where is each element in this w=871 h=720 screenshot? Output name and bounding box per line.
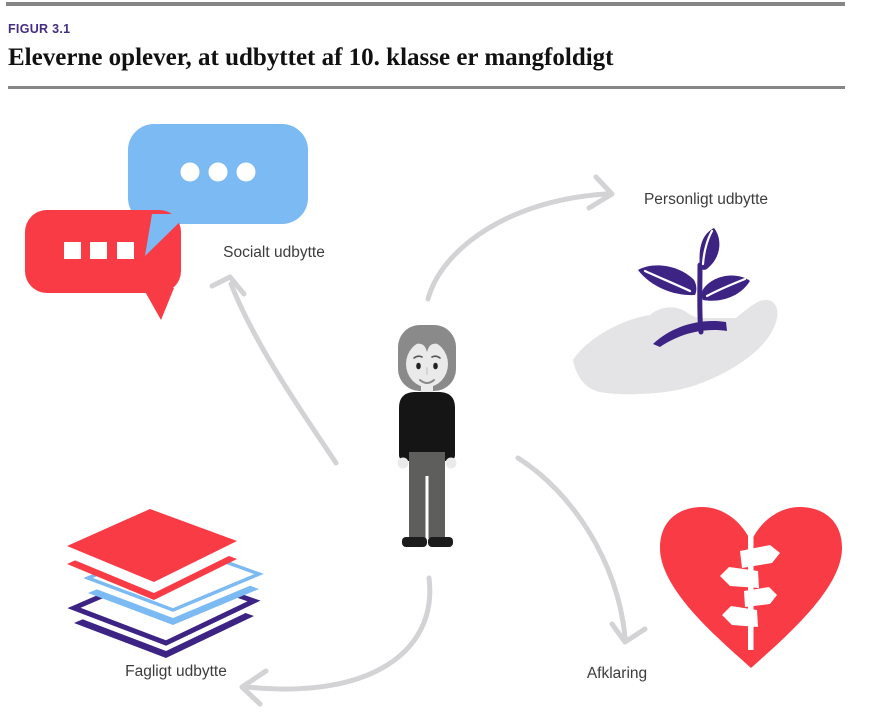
signpost-arrow-left xyxy=(722,606,758,627)
student-figure-icon xyxy=(397,325,457,547)
red-bubble-tail xyxy=(143,288,174,320)
neck xyxy=(421,384,433,395)
hair-fringe xyxy=(404,330,450,366)
signpost-arrow-left xyxy=(720,567,759,588)
heart-signpost-icon xyxy=(660,507,842,668)
shoe-right xyxy=(428,537,453,547)
red-book xyxy=(67,509,237,600)
bubble-dot xyxy=(180,162,200,182)
figure-title: Eleverne oplever, at udbyttet af 10. kla… xyxy=(8,44,614,71)
signpost-arrow-right xyxy=(740,545,780,568)
hand-left xyxy=(397,457,409,469)
arrow-to-academic xyxy=(239,575,433,707)
label-socialt-udbytte: Socialt udbytte xyxy=(223,244,325,261)
book-stack-icon xyxy=(67,509,264,658)
eyebrow xyxy=(413,355,423,359)
bubble-dot xyxy=(208,162,228,182)
speech-bubbles-icon xyxy=(25,124,308,320)
eye xyxy=(416,362,421,370)
eyebrow xyxy=(431,355,441,359)
signpost-pole xyxy=(748,528,754,650)
bubble-square xyxy=(90,242,107,259)
pants-leg-right xyxy=(428,474,445,538)
label-personligt-udbytte: Personligt udbytte xyxy=(643,191,769,208)
figure-kicker: FIGUR 3.1 xyxy=(8,22,71,36)
blue-bubble-tail xyxy=(145,214,188,256)
leaf-vein xyxy=(701,229,714,266)
face xyxy=(406,341,448,387)
bubble-square xyxy=(64,242,81,259)
sweater xyxy=(399,392,455,461)
title-rule xyxy=(8,86,845,89)
arrow-to-social xyxy=(209,274,339,466)
arrow-to-personal xyxy=(425,174,615,302)
top-rule xyxy=(6,2,845,6)
bubble-dot xyxy=(236,162,256,182)
open-hand xyxy=(573,299,778,395)
bubble-square xyxy=(117,242,134,259)
arrow-to-clarification xyxy=(515,455,648,645)
eye xyxy=(433,362,438,370)
plant-soil-swoosh xyxy=(653,320,727,347)
shoe-left xyxy=(402,537,427,547)
leaf-vein xyxy=(643,269,692,293)
signpost-arrow-right xyxy=(744,587,777,607)
hand-right xyxy=(445,457,457,469)
label-afklaring: Afklaring xyxy=(586,665,648,682)
pants-leg-left xyxy=(409,474,426,538)
mouth xyxy=(419,379,435,384)
pants-hip xyxy=(409,452,445,476)
hand-with-plant-icon xyxy=(573,228,778,395)
leaf-vein xyxy=(705,277,747,298)
label-fagligt-udbytte: Fagligt udbytte xyxy=(125,663,227,680)
